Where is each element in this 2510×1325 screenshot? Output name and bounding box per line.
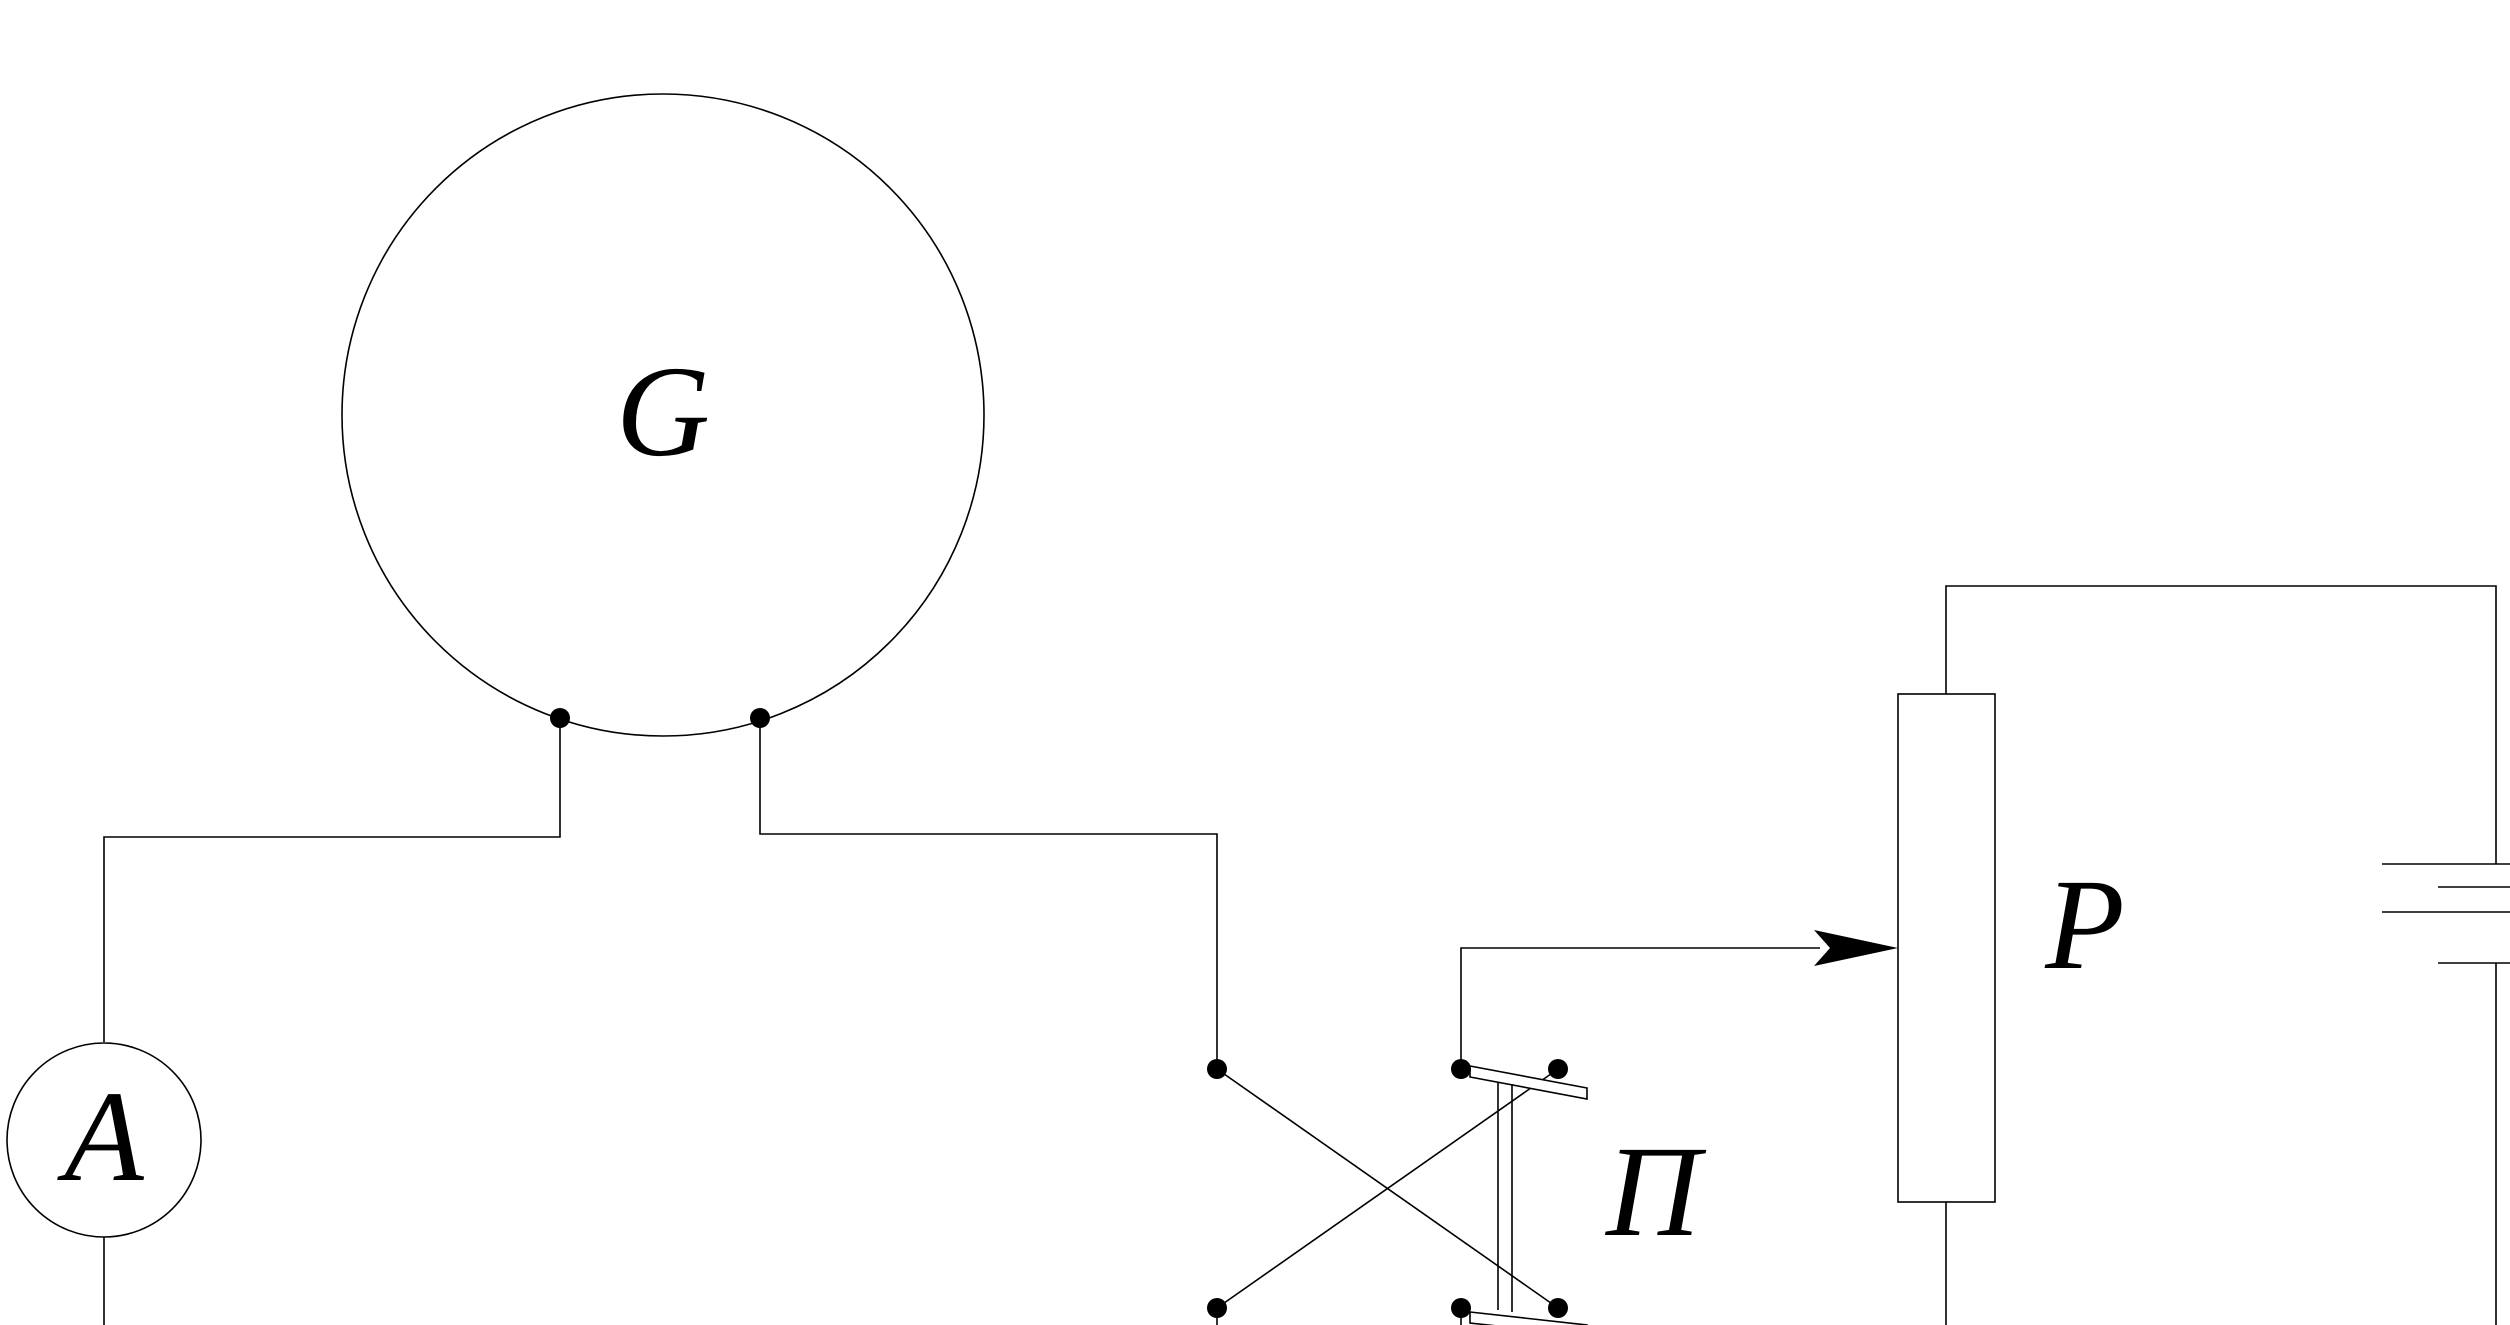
switch-contact-bottom-right xyxy=(1548,1298,1568,1318)
reversing-switch xyxy=(1207,1059,1588,1325)
wire-generator-to-ammeter xyxy=(103,718,561,1042)
wire-switch-to-slider xyxy=(1460,947,1820,1069)
wire-generator-to-switch xyxy=(759,718,1218,1069)
generator-label: G xyxy=(616,340,710,484)
switch-blade-top xyxy=(1469,1065,1588,1100)
generator-circle xyxy=(341,93,985,737)
rheostat-body xyxy=(1897,693,1996,1203)
switch-label: П xyxy=(1604,1120,1707,1264)
switch-contact-top-right xyxy=(1548,1059,1568,1079)
ammeter-label: A xyxy=(56,1065,144,1209)
switch-blade-bottom xyxy=(1469,1311,1588,1325)
wire-rheostat-to-battery xyxy=(1945,585,2497,864)
slider-arrowhead xyxy=(1814,930,1898,966)
switch-contact-top-left xyxy=(1207,1059,1227,1079)
switch-cross-wire-2 xyxy=(1216,1068,1559,1309)
battery xyxy=(2382,863,2510,964)
rheostat-label: P xyxy=(2044,853,2124,997)
